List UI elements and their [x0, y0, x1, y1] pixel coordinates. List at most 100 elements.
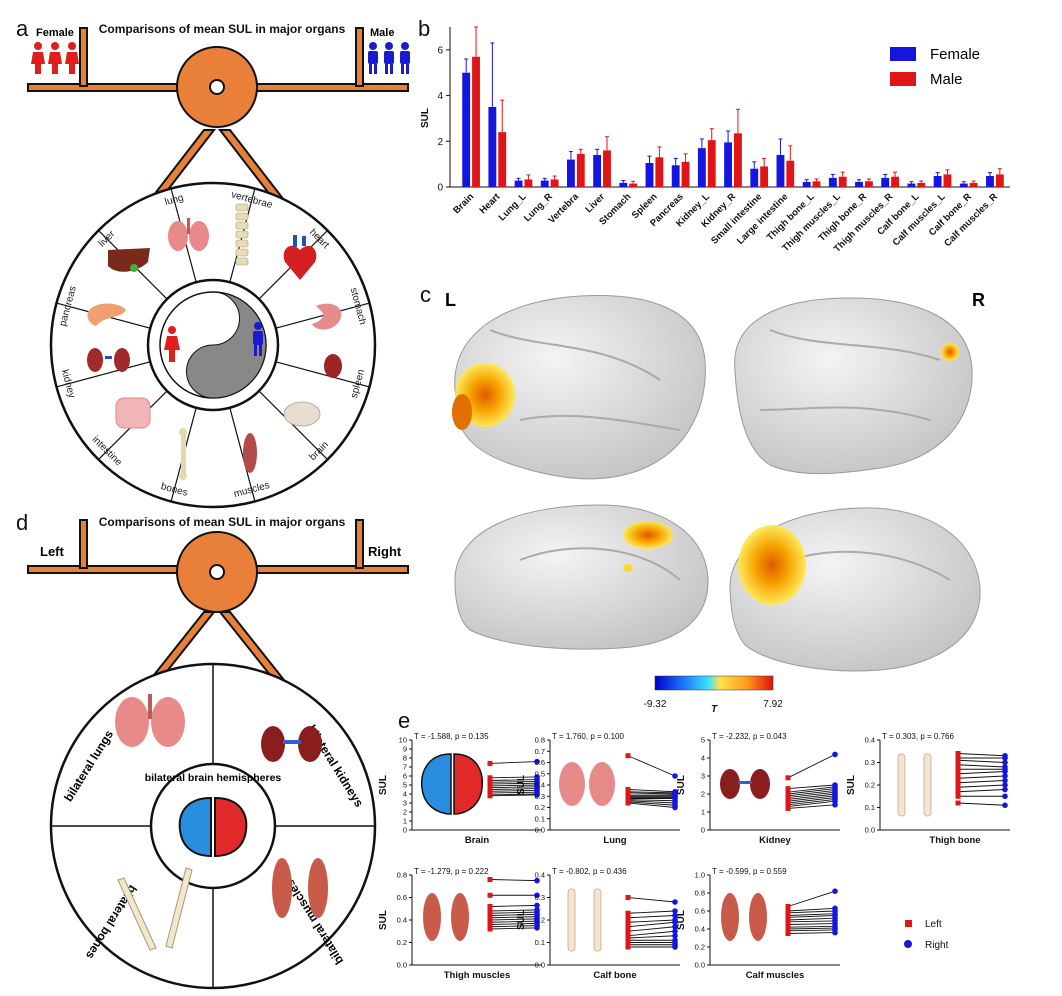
left-point — [785, 805, 791, 811]
stat-text: T = 0.303, p = 0.766 — [882, 732, 954, 741]
left-point — [955, 757, 961, 763]
kidney-icon — [720, 769, 770, 799]
left-point — [955, 762, 961, 768]
left-point — [785, 775, 791, 781]
balance-scale-d — [27, 519, 409, 681]
right-point — [534, 925, 540, 931]
right-point — [1002, 802, 1008, 809]
paired-plot-thigh-bone: T = 0.303, p = 0.7660.00.10.20.30.4SULTh… — [846, 732, 1010, 846]
pair-line — [489, 794, 538, 797]
y-tick-label: 4 — [701, 754, 705, 763]
y-tick-label: 0.4 — [397, 916, 407, 925]
y-tick-label: 0.6 — [397, 893, 407, 902]
legend-swatch-male — [890, 72, 916, 86]
pair-line — [627, 915, 676, 919]
left-point — [785, 922, 791, 927]
pair-line — [489, 761, 538, 764]
y-tick-label: 7 — [403, 763, 407, 772]
bar-male-heart — [498, 132, 507, 187]
left-point — [487, 926, 493, 932]
y-tick-label: 0.0 — [535, 826, 545, 835]
bar-female-thigh-muscles-l — [828, 177, 837, 187]
pair-line — [957, 764, 1006, 768]
pair-line — [489, 927, 538, 930]
y-tick-label: 0.2 — [695, 943, 705, 952]
pair-line — [489, 913, 538, 916]
left-point — [955, 800, 961, 806]
lungs-icon — [115, 694, 185, 747]
y-tick-label: 1.0 — [695, 871, 705, 880]
pair-line — [787, 798, 836, 806]
heart-icon — [283, 235, 317, 280]
bar-female-thigh-muscles-r — [881, 177, 890, 187]
panel-letter-e: e — [398, 708, 410, 733]
right-point — [534, 902, 540, 909]
bar-female-liver — [593, 155, 602, 187]
pair-line — [787, 788, 836, 795]
plot-caption: Brain — [465, 835, 489, 846]
pair-line — [787, 917, 836, 921]
bar-male-liver — [603, 150, 611, 187]
bar-male-thigh-bone-r — [864, 181, 873, 187]
pair-line — [489, 788, 538, 790]
left-point — [955, 751, 961, 756]
y-tick-label: 10 — [399, 736, 407, 745]
paired-plot-brain: T = -1.588, p = 0.135012345678910SULBrai… — [378, 732, 542, 846]
left-point — [955, 789, 961, 795]
pair-line — [627, 930, 676, 937]
stat-text: T = -0.599, p = 0.559 — [712, 867, 787, 876]
pair-line — [489, 909, 538, 912]
brain-lateral-left — [452, 294, 706, 480]
right-point — [672, 928, 678, 935]
right-point — [534, 877, 540, 884]
y-tick-label: 5 — [403, 781, 407, 790]
y-tick-label: 0.5 — [535, 769, 545, 778]
bar-female-calf-bone-l — [907, 183, 916, 187]
y-tick-label: 2 — [701, 790, 705, 799]
plot-caption: Kidney — [759, 835, 791, 846]
plot-caption: Lung — [603, 835, 626, 846]
pair-line — [627, 921, 676, 928]
y-tick-label: 0.8 — [397, 871, 407, 880]
liver-icon — [108, 248, 150, 272]
left-point — [487, 877, 493, 882]
bar-male-brain — [472, 56, 480, 187]
panel-b-ylabel: SUL — [420, 108, 431, 128]
panel-d: d Comparisons of mean SUL in major organ… — [16, 510, 409, 990]
pair-line — [957, 753, 1006, 757]
panel-letter-c: c — [420, 282, 431, 307]
right-point — [1002, 768, 1008, 775]
y-tick-label: 0.2 — [535, 916, 545, 925]
left-point — [785, 919, 791, 925]
pair-line — [787, 795, 836, 802]
y-tick-label: 0.4 — [695, 925, 705, 934]
plot-caption: Calf bone — [593, 970, 636, 981]
legend-right-label: Right — [925, 940, 949, 951]
stat-text: T = -1.279, p = 0.222 — [414, 867, 489, 876]
pair-line — [489, 922, 538, 925]
colorbar-label: T — [711, 704, 718, 715]
bar-female-calf-muscles-l — [933, 176, 942, 187]
panel-letter-b: b — [418, 16, 430, 41]
right-point — [534, 792, 540, 798]
stomach-icon — [312, 303, 342, 330]
pair-line — [489, 784, 538, 787]
pair-line — [787, 927, 836, 930]
right-point — [832, 802, 838, 808]
bar-female-kidney-l — [697, 148, 706, 187]
right-point — [672, 923, 678, 930]
bar-female-calf-muscles-r — [986, 176, 994, 187]
bar-male-kidney-l — [707, 140, 716, 187]
plot-caption: Thigh bone — [929, 835, 980, 846]
y-tick-label: 9 — [403, 745, 407, 754]
wedge-label-lung: lung — [164, 192, 185, 208]
organ-wheel-d: bilateral lungs bilateral kidneys bilate… — [49, 662, 377, 990]
right-point — [1002, 793, 1008, 800]
pair-line — [627, 799, 676, 802]
pair-line — [489, 776, 538, 779]
left-hemisphere-label: L — [445, 290, 456, 310]
y-tick-label: 0.8 — [695, 889, 705, 898]
paired-plot-lung: T = 1.760, p = 0.1000.00.10.20.30.40.50.… — [516, 732, 680, 846]
y-tick-label: 0.2 — [397, 938, 407, 947]
pair-line — [957, 780, 1006, 784]
